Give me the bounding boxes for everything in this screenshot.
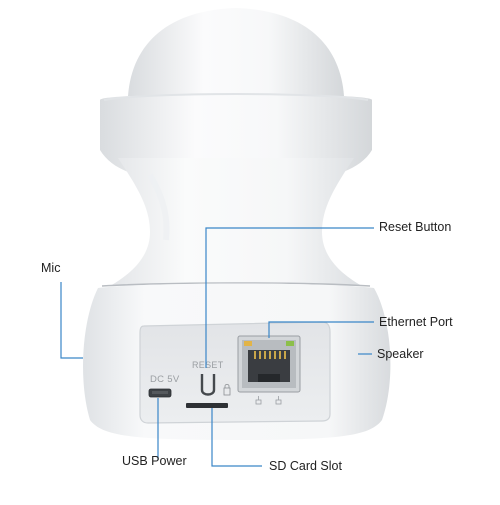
reset-button-label: Reset Button xyxy=(379,220,452,234)
ethernet-callout-line xyxy=(268,321,374,338)
ethernet-port-label: Ethernet Port xyxy=(379,315,453,329)
mic-callout-line xyxy=(60,282,83,359)
port-panel xyxy=(139,321,331,424)
dc-5v-print: DC 5V xyxy=(150,374,180,385)
sd-card-slot xyxy=(186,403,228,408)
speaker-label: Speaker xyxy=(377,347,424,361)
sd-card-slot-label: SD Card Slot xyxy=(269,459,342,473)
network-icon xyxy=(255,396,282,405)
reset-print: RESET xyxy=(192,360,224,370)
reset-button xyxy=(200,374,216,396)
reset-callout-line xyxy=(205,227,374,368)
usb-power-label: USB Power xyxy=(122,454,187,468)
sd-lock-icon xyxy=(223,384,231,396)
camera-dome xyxy=(128,8,344,96)
mic-label: Mic xyxy=(41,261,61,275)
ethernet-led-left xyxy=(244,341,252,346)
sd-callout-line xyxy=(211,408,262,467)
camera-neck xyxy=(110,158,362,286)
ethernet-led-right xyxy=(286,341,294,346)
ethernet-port xyxy=(237,335,301,393)
